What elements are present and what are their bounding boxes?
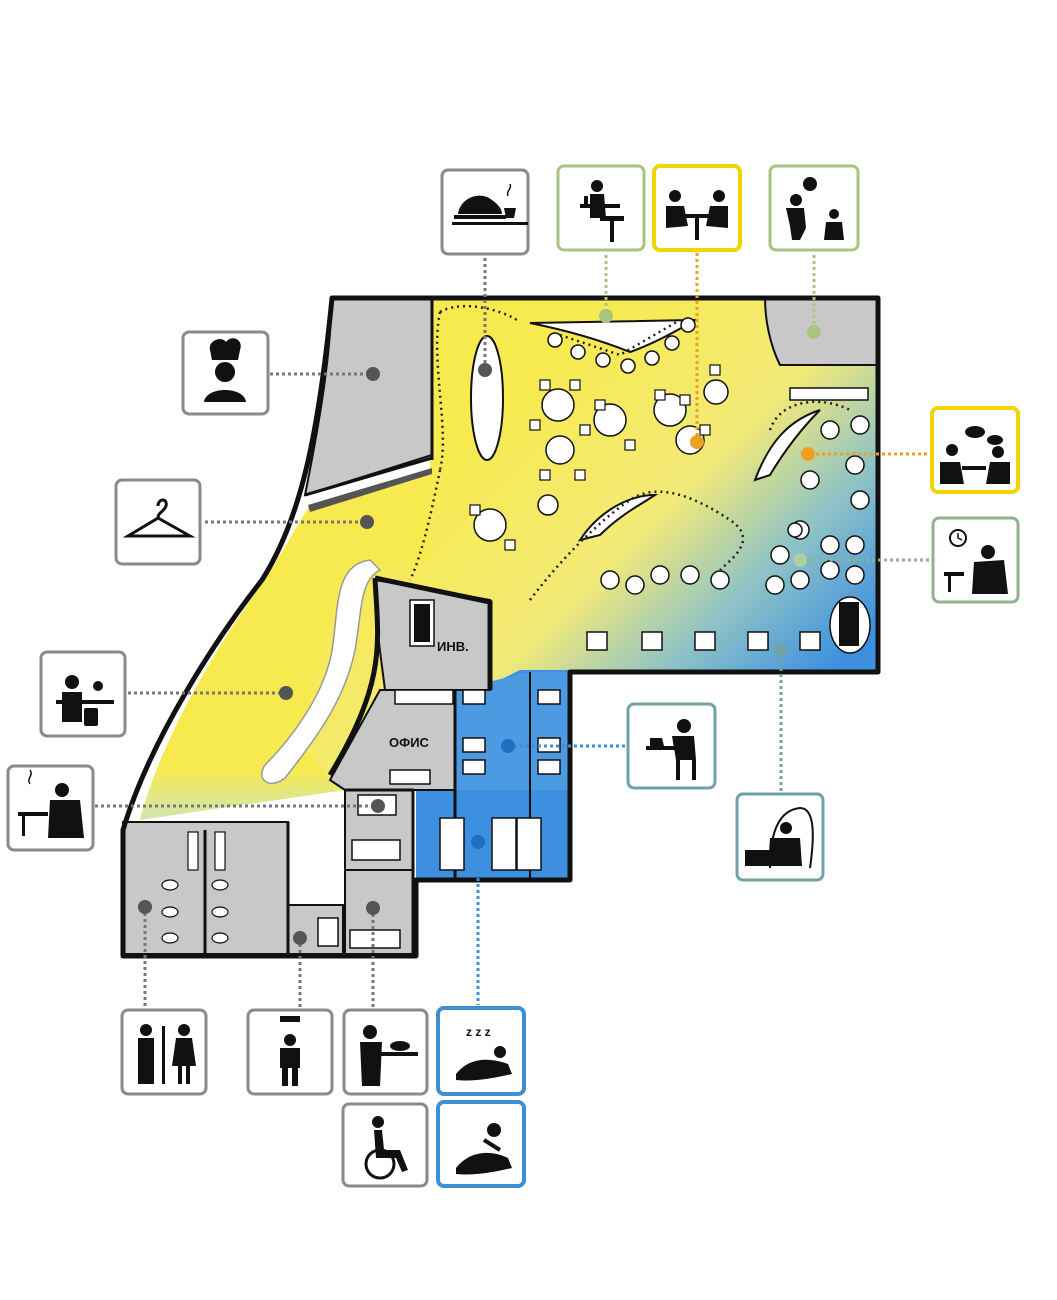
smoking-lounge-icon [6, 764, 95, 852]
icon-frames: z z z [6, 164, 1020, 1188]
office-room-label: ОФИС [389, 735, 430, 750]
baby-changing-icon [342, 1008, 429, 1096]
work-desks [462, 631, 821, 775]
coat-hanger-icon [114, 478, 202, 566]
reading-pod-icon [735, 792, 825, 882]
east-pod [839, 602, 859, 646]
east-counter [753, 409, 821, 482]
recliner-icon [436, 1100, 526, 1188]
connector-dots [138, 309, 821, 945]
conversation-icon [930, 406, 1020, 494]
lounge-armchairs [600, 415, 870, 595]
dining-tables [469, 364, 729, 551]
inventory-room-label: ИНВ. [437, 639, 469, 654]
waiting-lounge-icon [931, 516, 1020, 604]
kitchen-room [303, 297, 433, 497]
kids-room [763, 297, 879, 366]
service-rooms [122, 297, 879, 955]
benches [789, 387, 869, 401]
svg-text:z z z: z z z [466, 1025, 491, 1039]
toilet-fixtures [161, 831, 229, 944]
room-service-icon [440, 168, 530, 256]
walkway-ribbon [261, 559, 382, 784]
check-in-desk-icon [39, 650, 127, 738]
shower-icon [246, 1008, 334, 1096]
bar-stools [547, 317, 696, 374]
counter-strip [308, 468, 432, 512]
bar-island [470, 335, 504, 461]
laptop-work-icon [626, 702, 717, 790]
kids-play-icon [768, 164, 860, 252]
bar-counter-icon [556, 164, 646, 252]
west-corridor-floor [140, 470, 432, 820]
sleep-recliner-icon: z z z [436, 1006, 526, 1096]
lounge-counter [577, 493, 659, 542]
table-dining-icon [652, 164, 742, 252]
inv-pod [414, 604, 430, 642]
wheelchair-icon [341, 1102, 429, 1188]
bar-counter [529, 318, 699, 354]
zone-boundaries [408, 304, 851, 601]
walls [120, 295, 881, 959]
chef-icon [181, 330, 270, 416]
connectors [95, 253, 930, 1008]
sleep-pods [439, 817, 542, 871]
restroom-icon [120, 1008, 208, 1096]
